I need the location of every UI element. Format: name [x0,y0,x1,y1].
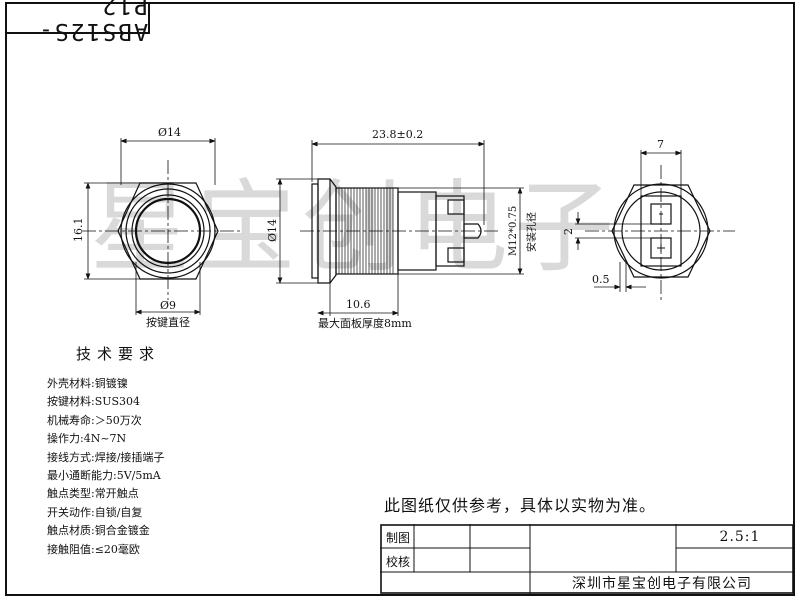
company-name: 深圳市星宝创电子有限公司 [572,576,752,592]
rear-width-label: 7 [657,138,664,151]
spec-row: 操作力:4N~7N [47,430,164,448]
thread-size-caption: 安装孔径 [525,212,538,252]
disclaimer-note: 此图纸仅供参考，具体以实物为准。 [384,496,657,515]
spec-row: 最小通断能力:5V/5mA [47,467,164,485]
terminal-pin-bottom [447,247,465,263]
rear-pin-label: 0.5 [592,273,610,286]
spec-value: 4N~7N [83,432,127,446]
spec-row: 接线方式:焊接/接插端子 [47,449,164,467]
spec-row: 开关动作:自锁/自复 [47,504,164,522]
spec-row: 外壳材料:铜镀镍 [47,375,164,393]
spec-label: 操作力: [47,432,84,446]
spec-row: 机械寿命:＞50万次 [47,412,164,430]
spec-title: 技术要求 [76,345,161,363]
title-block [380,524,794,594]
spec-value: 5V/5mA [116,469,161,483]
spec-label: 触点类型: [47,487,95,501]
spec-value: ≤20毫欧 [94,542,140,556]
spec-value: SUS304 [94,395,141,409]
spec-row: 按键材料:SUS304 [47,393,164,411]
panel-thickness-caption: 最大面板厚度8mm [318,316,412,330]
spec-row: 接触阻值:≤20毫欧 [47,541,164,559]
front-view [82,138,240,315]
spec-value: 铜合金镀金 [94,524,150,538]
button-diameter-caption: 按键直径 [146,315,190,329]
spec-label: 最小通断能力: [47,469,117,483]
model-number-box: ABS12S-P12 [5,0,150,44]
spec-value: 常开触点 [94,487,139,501]
thread-size-label: M12*0.75 [508,206,519,256]
overall-length-label: 23.8±0.2 [372,128,423,141]
scale-value: 2.5:1 [719,529,761,545]
drawn-by-label: 制图 [386,531,411,545]
side-diameter-label: Ø14 [266,219,279,242]
spec-label: 按键材料: [47,395,95,409]
spec-row: 触点类型:常开触点 [47,485,164,503]
spec-value: 自锁/自复 [94,505,143,519]
front-height-label: 16.1 [72,218,85,243]
rear-gap-label: 2 [562,228,575,235]
front-diameter-label: Ø14 [158,126,181,139]
panel-thickness-label: 10.6 [346,298,371,311]
spec-label: 开关动作: [47,505,95,519]
rear-view [575,150,735,300]
spec-value: ＞50万次 [94,413,142,427]
terminal-pin-top [447,199,465,215]
spec-label: 外壳材料: [47,377,95,390]
spec-label: 接触阻值: [47,542,95,556]
spec-label: 触点材质: [47,524,95,538]
sheet-border [5,2,795,596]
spec-label: 机械寿命: [47,413,95,427]
spec-label: 接线方式: [47,450,95,464]
watermark-text: 星宝创电子 [90,169,620,286]
button-diameter-label: Ø9 [160,299,176,312]
side-view [276,140,524,316]
center-pin [463,223,482,239]
spec-row: 触点材质:铜合金镀金 [47,522,164,540]
spec-value: 焊接/接插端子 [94,450,165,464]
checked-by-label: 校核 [386,555,411,569]
spec-value: 铜镀镍 [94,377,128,390]
